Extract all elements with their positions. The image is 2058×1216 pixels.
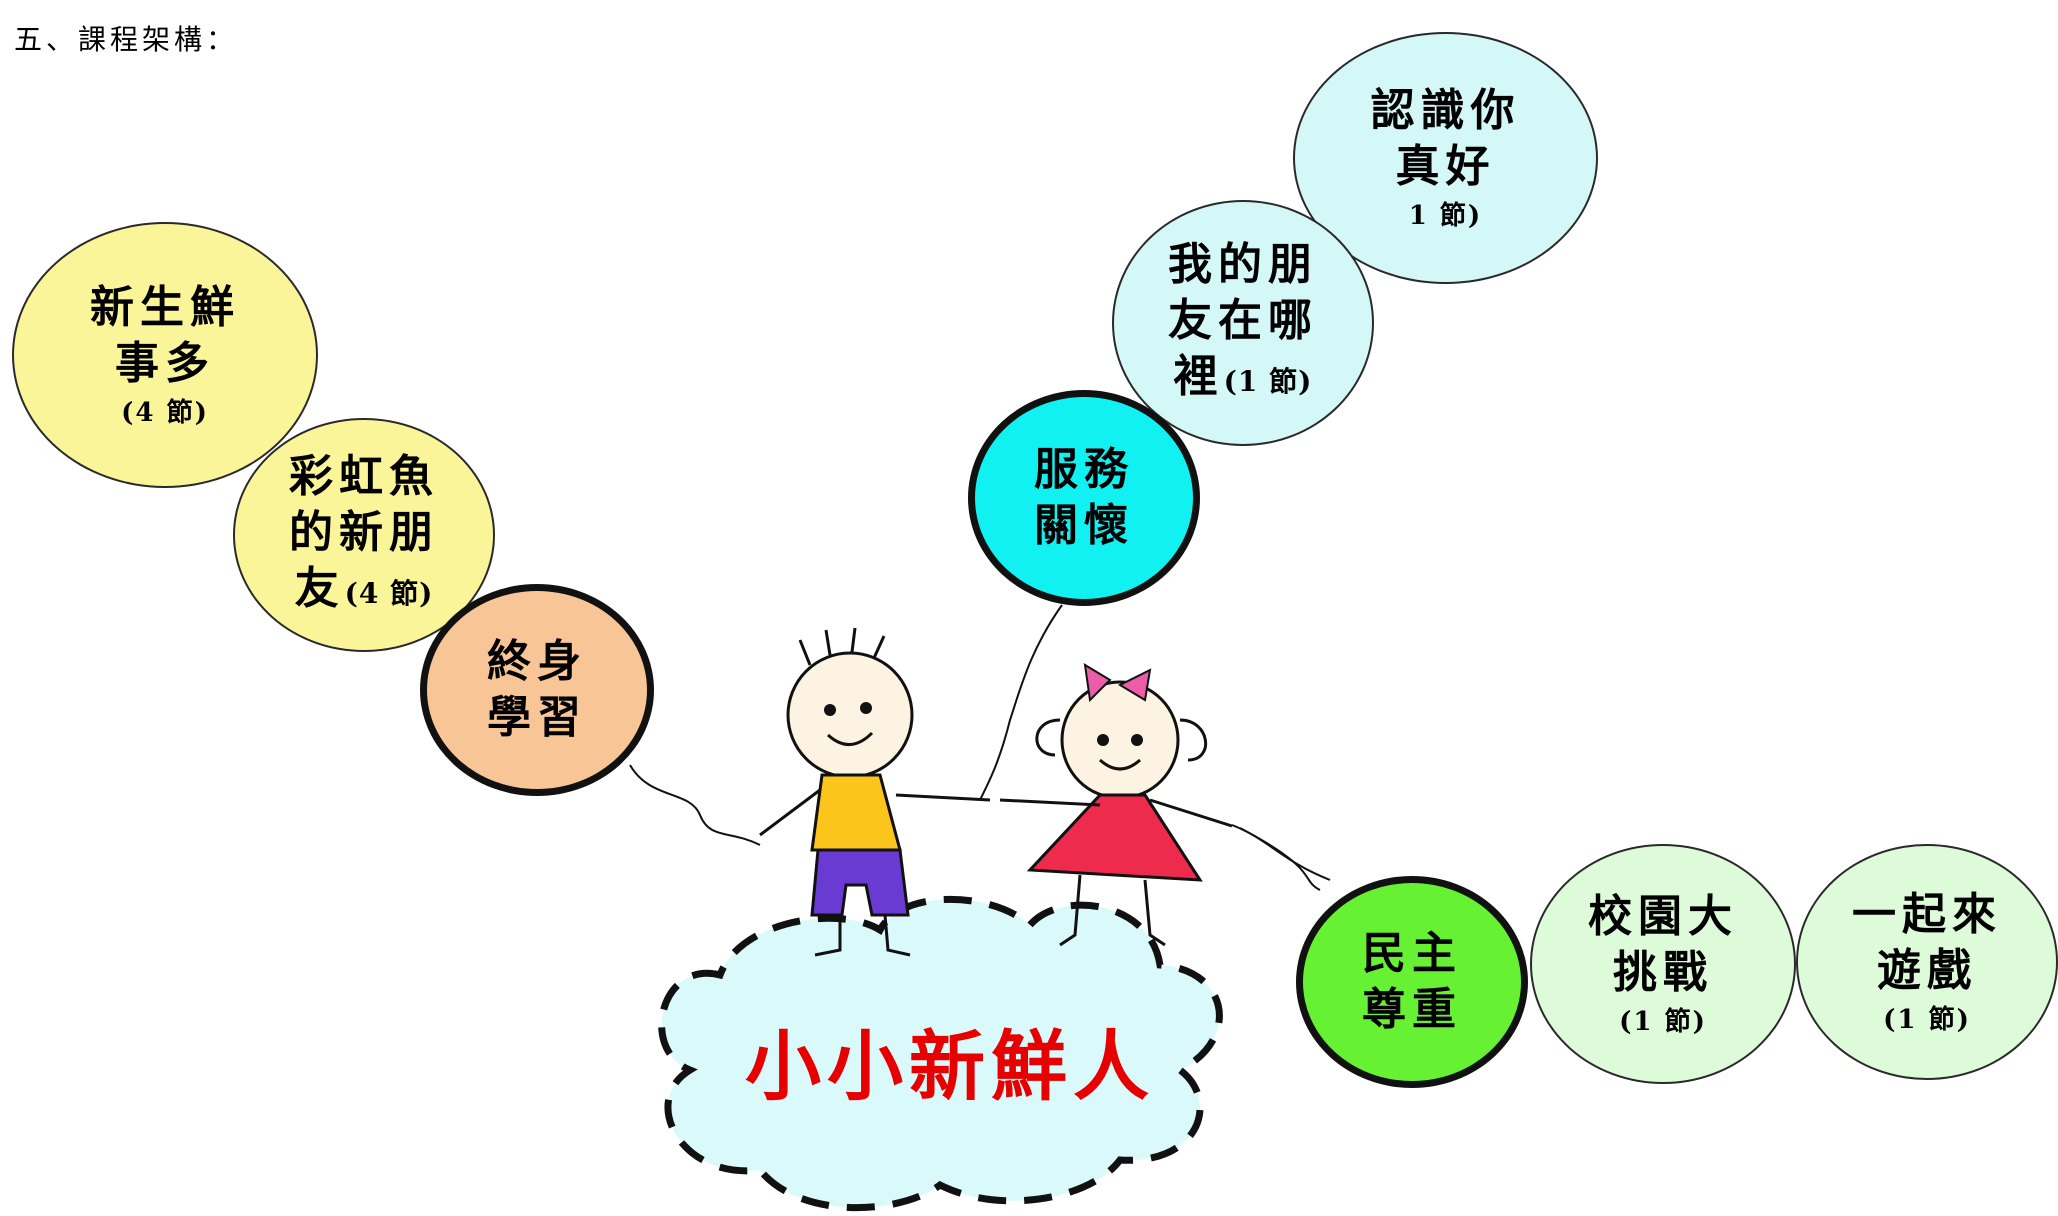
topic-sessions: (4 節) [121, 398, 209, 428]
topic-title-inline: 彩虹魚的新朋友(4 節) [289, 449, 439, 622]
topic-sessions: (4 節) [344, 576, 434, 610]
center-title: 小小新鮮人 [745, 1022, 1155, 1111]
topic-sessions: (1 節) [1883, 1005, 1971, 1035]
topic-sessions: (1 節) [1619, 1007, 1707, 1037]
topic-where-friend: 我的朋友在哪裡(1 節) [1112, 200, 1374, 446]
string-democracy [1239, 827, 1321, 891]
category-label: 服務關懷 [1034, 444, 1134, 551]
topic-title-inline: 我的朋友在哪裡(1 節) [1163, 237, 1323, 410]
page-heading: 五、課程架構： [14, 23, 239, 56]
topic-new-life: 新生鮮事多 (4 節) [12, 222, 318, 488]
topic-title-text: 彩虹魚的新朋友 [289, 450, 439, 614]
category-democracy-respect: 民主尊重 [1296, 876, 1528, 1088]
topic-sessions: (1 節) [1223, 364, 1313, 398]
topic-title: 新生鮮事多 [90, 282, 240, 389]
topic-title: 一起來遊戲 [1852, 889, 2002, 996]
category-service-care: 服務關懷 [968, 390, 1200, 606]
category-label: 民主尊重 [1362, 928, 1462, 1035]
string-lifelong [629, 764, 761, 846]
topic-title: 認識你真好 [1370, 85, 1521, 192]
boy-figure [759, 627, 991, 957]
topic-play-together: 一起來遊戲 (1 節) [1796, 844, 2058, 1080]
topic-campus-challenge: 校園大挑戰 (1 節) [1530, 844, 1796, 1084]
cloud-shape [658, 895, 1223, 1212]
topic-sessions: 1 節) [1408, 201, 1483, 231]
topic-rainbow-fish: 彩虹魚的新朋友(4 節) [233, 418, 495, 652]
category-lifelong-learning: 終身學習 [420, 584, 654, 796]
topic-know-you: 認識你真好 1 節) [1293, 32, 1598, 284]
category-label: 終身學習 [487, 636, 587, 743]
topic-title-text: 我的朋友在哪裡 [1168, 238, 1318, 402]
girl-figure [999, 663, 1233, 947]
topic-title: 校園大挑戰 [1588, 891, 1738, 998]
string-service [979, 604, 1063, 801]
